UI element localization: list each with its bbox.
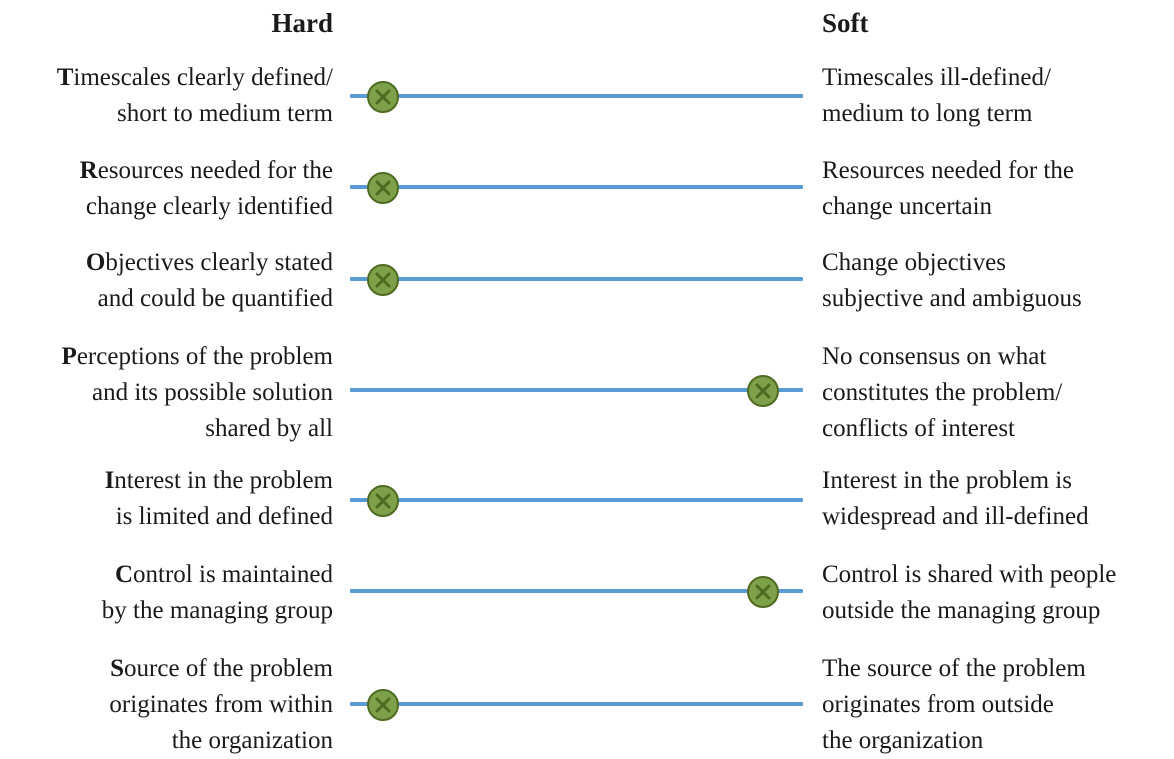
hard-soft-scale-line xyxy=(350,498,803,502)
soft-description-line: Control is shared with people xyxy=(822,561,1117,588)
hard-description: Objectives clearly stated and could be qu… xyxy=(86,245,333,317)
soft-description: The source of the problem originates from… xyxy=(822,651,1086,759)
soft-description: Interest in the problem is widespread and… xyxy=(822,463,1089,535)
mnemonic-initial: P xyxy=(61,343,77,370)
soft-description: Resources needed for the change uncertain xyxy=(822,153,1074,225)
hard-description-line: by the managing group xyxy=(101,597,333,624)
soft-description-line: subjective and ambiguous xyxy=(822,285,1082,312)
hard-soft-scale-line xyxy=(350,388,803,392)
hard-description: Perceptions of the problem and its possib… xyxy=(62,339,333,447)
hard-description-line: and could be quantified xyxy=(97,285,333,312)
soft-description-line: Change objectives xyxy=(822,249,1006,276)
hard-soft-scale-line xyxy=(350,277,803,281)
hard-description-line: shared by all xyxy=(205,415,333,442)
soft-description-line: Resources needed for the xyxy=(822,157,1074,184)
hard-description: Interest in the problem is limited and de… xyxy=(105,463,333,535)
soft-description-line: constitutes the problem/ xyxy=(822,379,1063,406)
hard-description: Timescales clearly defined/short to medi… xyxy=(57,60,333,132)
hard-description-line: the organization xyxy=(171,727,333,754)
mnemonic-initial: R xyxy=(79,157,98,184)
soft-description-line: The source of the problem xyxy=(822,655,1086,682)
hard-description-line: and its possible solution xyxy=(92,379,333,406)
soft-description-line: the organization xyxy=(822,727,984,754)
hard-description: Control is maintained by the managing gro… xyxy=(102,557,333,629)
hard-description-line: Objectives clearly stated xyxy=(86,245,333,281)
mnemonic-initial: S xyxy=(110,655,125,682)
soft-description-line: widespread and ill-defined xyxy=(822,503,1089,530)
position-marker-icon xyxy=(747,375,779,407)
hard-description-line: short to medium term xyxy=(117,100,333,127)
position-marker-icon xyxy=(367,485,399,517)
soft-description: Change objectives subjective and ambiguou… xyxy=(822,245,1082,317)
mnemonic-initial: C xyxy=(114,561,134,588)
hard-description-text: ource of the problem xyxy=(124,655,333,682)
soft-description-line: change uncertain xyxy=(822,193,993,220)
hard-description-line: Resources needed for the xyxy=(80,153,333,189)
soft-description-line: originates from outside xyxy=(822,691,1054,718)
position-marker-icon xyxy=(747,576,779,608)
position-marker-icon xyxy=(367,81,399,113)
hard-soft-scale-line xyxy=(350,589,803,593)
hard-description: Source of the problem originates from wit… xyxy=(109,651,333,759)
hard-description-line: Perceptions of the problem xyxy=(62,339,333,375)
soft-description: No consensus on what constitutes the prob… xyxy=(822,339,1062,447)
position-marker-icon xyxy=(367,264,399,296)
hard-description-text: ontrol is maintained xyxy=(133,561,333,588)
mnemonic-initial: O xyxy=(85,249,106,276)
soft-description: Timescales ill-defined/medium to long te… xyxy=(822,60,1051,132)
soft-description-line: Interest in the problem is xyxy=(822,467,1072,494)
soft-description-line: conflicts of interest xyxy=(822,415,1015,442)
soft-description: Control is shared with people outside the… xyxy=(822,557,1116,629)
heading-soft: Soft xyxy=(822,8,869,38)
hard-soft-scale-line xyxy=(350,185,803,189)
hard-description-line: change clearly identified xyxy=(85,193,333,220)
mnemonic-initial: I xyxy=(104,467,115,494)
position-marker-icon xyxy=(367,689,399,721)
hard-description-text: imescales clearly defined/ xyxy=(73,64,333,91)
soft-description-line: No consensus on what xyxy=(822,343,1047,370)
hard-description-line: originates from within xyxy=(109,691,333,718)
heading-hard: Hard xyxy=(271,8,333,38)
mnemonic-initial: T xyxy=(56,64,74,91)
position-marker-icon xyxy=(367,172,399,204)
hard-description-text: bjectives clearly stated xyxy=(105,249,333,276)
hard-soft-scale-line xyxy=(350,702,803,706)
hard-description-text: erceptions of the problem xyxy=(76,343,333,370)
hard-description-text: esources needed for the xyxy=(97,157,333,184)
hard-soft-scale-line xyxy=(350,94,803,98)
hard-description-line: Control is maintained xyxy=(102,557,333,593)
hard-description-line: Interest in the problem xyxy=(105,463,333,499)
soft-description-line: outside the managing group xyxy=(822,597,1101,624)
hard-description-line: Timescales clearly defined/ xyxy=(57,60,333,96)
hard-description-line: is limited and defined xyxy=(115,503,333,530)
soft-description-line: Timescales ill-defined/ xyxy=(822,64,1051,91)
hard-description-line: Source of the problem xyxy=(109,651,333,687)
hard-description: Resources needed for the change clearly i… xyxy=(80,153,333,225)
soft-description-line: medium to long term xyxy=(822,100,1033,127)
hard-description-text: nterest in the problem xyxy=(114,467,333,494)
